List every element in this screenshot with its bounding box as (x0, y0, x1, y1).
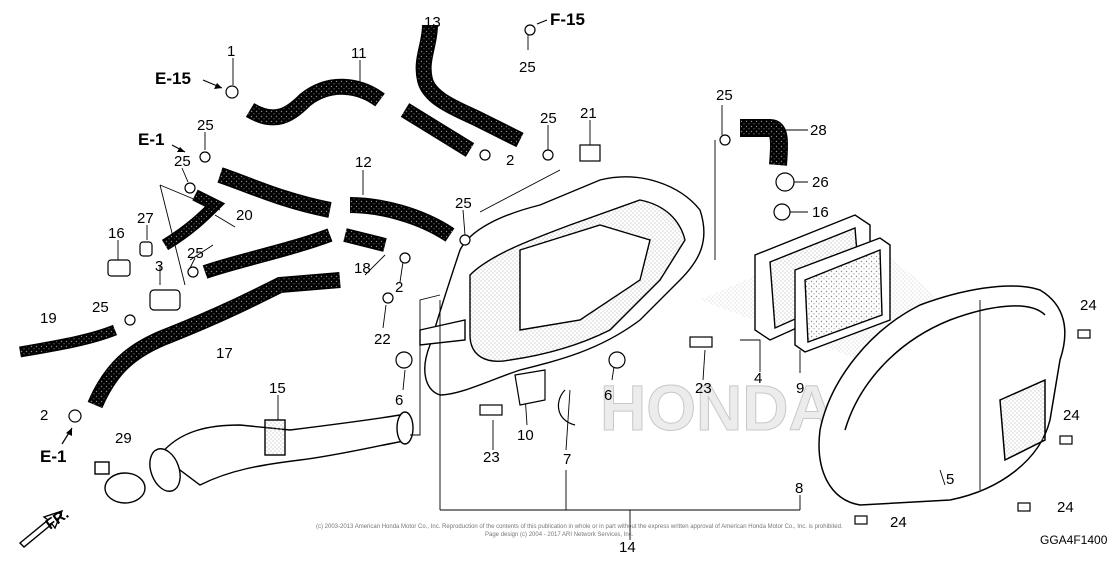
intake-duct (149, 411, 414, 492)
callout-27: 27 (137, 210, 154, 227)
callout-25d: 25 (540, 110, 557, 127)
copyright-line-1: (c) 2003-2013 American Honda Motor Co., … (316, 524, 843, 530)
callout-2a: 2 (506, 152, 514, 169)
callout-24c: 24 (1057, 499, 1074, 516)
air-cleaner-case (419, 176, 705, 396)
callout-10: 10 (517, 427, 534, 444)
callout-16b: 16 (812, 204, 829, 221)
ref-f15: F-15 (550, 10, 585, 29)
callout-22: 22 (374, 331, 391, 348)
callout-25f: 25 (455, 195, 472, 212)
diagram-code: GGA4F1400 (1040, 533, 1108, 547)
callout-25e: 25 (716, 87, 733, 104)
air-filter-element (754, 214, 891, 353)
hose-17 (87, 272, 341, 409)
clamp-29 (94, 461, 146, 504)
callout-2c: 2 (40, 407, 48, 424)
callout-18: 18 (354, 260, 371, 277)
callout-25b: 25 (197, 117, 214, 134)
air-cleaner-cover (818, 285, 1066, 506)
ref-e1-top: E-1 (138, 130, 164, 149)
callout-6b: 6 (604, 387, 612, 404)
callout-23b: 23 (483, 449, 500, 466)
copyright-line-2: Page design (c) 2004 - 2017 ARI Network … (485, 532, 634, 538)
callout-13: 13 (424, 14, 441, 31)
callout-11: 11 (351, 45, 367, 62)
callout-26: 26 (812, 174, 829, 191)
callout-24d: 24 (890, 514, 907, 531)
callout-25a: 25 (519, 59, 536, 76)
callout-24b: 24 (1063, 407, 1080, 424)
ref-e1-bottom: E-1 (40, 447, 66, 466)
callout-4: 4 (754, 370, 762, 387)
callout-20: 20 (236, 207, 253, 224)
callout-3: 3 (155, 258, 163, 275)
callout-1: 1 (227, 43, 235, 60)
hoses (19, 24, 788, 409)
callout-5: 5 (946, 471, 954, 488)
callout-25g: 25 (187, 245, 204, 262)
callout-15: 15 (269, 380, 286, 397)
callout-2b: 2 (395, 279, 403, 296)
callout-17: 17 (216, 345, 233, 362)
callout-16a: 16 (108, 225, 125, 242)
callout-28: 28 (810, 122, 827, 139)
callout-labels: 1 11 13 25 25 25 2 25 21 25 28 26 16 12 … (40, 14, 1097, 556)
leader-lines (117, 30, 981, 540)
callout-29: 29 (115, 430, 132, 447)
callout-8: 8 (795, 480, 803, 497)
callout-6a: 6 (395, 392, 403, 409)
fr-label: FR. (43, 505, 73, 533)
callout-25h: 25 (92, 299, 109, 316)
callout-14: 14 (619, 539, 636, 556)
callout-9: 9 (796, 380, 804, 397)
callout-24a: 24 (1080, 297, 1097, 314)
front-direction-indicator: FR. (18, 505, 73, 548)
reference-labels: E-15 F-15 E-1 E-1 (40, 10, 585, 466)
ref-e15: E-15 (155, 69, 191, 88)
callout-21: 21 (580, 105, 597, 122)
svg-text:HONDA: HONDA (600, 372, 835, 444)
callout-7: 7 (563, 451, 571, 468)
callout-23a: 23 (695, 380, 712, 397)
callout-19: 19 (40, 310, 57, 327)
callout-25c: 25 (174, 153, 191, 170)
fasteners (68, 24, 1091, 525)
callout-12: 12 (355, 154, 372, 171)
